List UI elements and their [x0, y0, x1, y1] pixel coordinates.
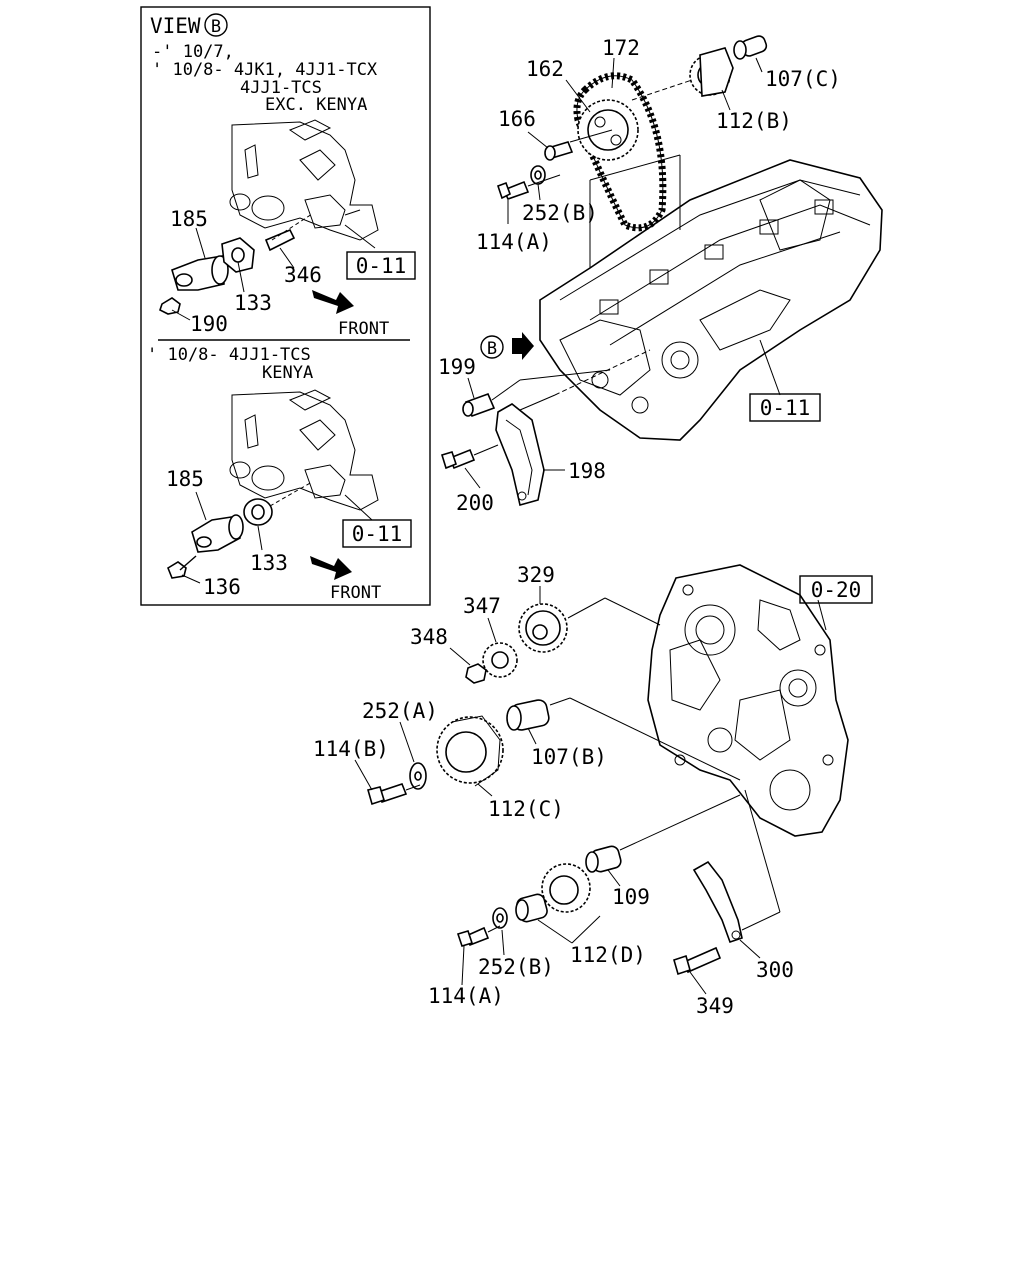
callout-199: 199	[438, 355, 476, 379]
callout-200: 200	[456, 491, 494, 515]
shaft-107c	[733, 35, 768, 60]
callout-300: 300	[756, 958, 794, 982]
tensioner-upper	[159, 228, 296, 315]
ref-box-upper	[346, 251, 416, 280]
chain-guide	[495, 403, 545, 506]
callout-114a-top: 114(A)	[476, 230, 552, 254]
callout-346: 346	[284, 263, 322, 287]
ref-box-lower	[342, 519, 412, 548]
callout-329: 329	[517, 563, 555, 587]
callout-162: 162	[526, 57, 564, 81]
callout-136: 136	[203, 575, 241, 599]
cylinder-head-block	[539, 159, 883, 441]
gear-case-assembly: 0-20	[367, 564, 873, 995]
lower-casting-sketch	[229, 389, 379, 511]
upper-note-4: EXC. KENYA	[265, 95, 367, 115]
front-upper: FRONT	[338, 319, 389, 339]
tension-lever	[692, 860, 743, 944]
callout-112c: 112(C)	[488, 797, 564, 821]
callout-349: 349	[696, 994, 734, 1018]
callout-107c: 107(C)	[765, 67, 841, 91]
callout-172: 172	[602, 36, 640, 60]
upper-note-3: 4JJ1-TCS	[240, 78, 322, 98]
view-letter-circle	[204, 13, 228, 37]
gear-112d	[541, 863, 591, 913]
callout-112b: 112(B)	[716, 109, 792, 133]
callout-112d: 112(D)	[570, 943, 646, 967]
ref-box-head	[749, 393, 821, 422]
idler-gear-112b	[689, 47, 734, 97]
view-title: VIEW	[150, 14, 201, 38]
callout-107b: 107(B)	[531, 745, 607, 769]
cylinder-head-assembly: B 0-11	[440, 35, 883, 506]
view-marker: B	[487, 339, 497, 359]
callout-133-upper: 133	[234, 291, 272, 315]
ref-box-case	[799, 575, 873, 604]
gear-347	[482, 642, 518, 678]
ref-head: 0-11	[760, 396, 811, 420]
callout-166: 166	[498, 107, 536, 131]
callout-252b-top: 252(B)	[522, 201, 598, 225]
callout-133-lower: 133	[250, 551, 288, 575]
gear-112c	[436, 715, 504, 787]
ref-case: 0-20	[811, 578, 862, 602]
gear-329	[518, 603, 568, 653]
callout-348: 348	[410, 625, 448, 649]
callout-114b: 114(B)	[313, 737, 389, 761]
front-arrow-lower-icon	[310, 556, 352, 580]
callout-347: 347	[463, 594, 501, 618]
front-arrow-upper-icon	[312, 290, 354, 314]
view-b-inset: VIEW B -' 10/7, ' 10/8- 4JK1, 4JJ1-TCX 4…	[140, 6, 431, 606]
lower-note-2: KENYA	[262, 363, 313, 383]
callout-109: 109	[612, 885, 650, 909]
upper-casting-sketch	[229, 119, 379, 241]
upper-note-1: -' 10/7,	[152, 42, 234, 62]
callout-252a: 252(A)	[362, 699, 438, 723]
callout-114a-bot: 114(A)	[428, 984, 504, 1008]
ref-lower: 0-11	[352, 522, 403, 546]
shaft-107b	[506, 699, 550, 731]
callout-198: 198	[568, 459, 606, 483]
view-letter: B	[211, 17, 221, 37]
ref-upper: 0-11	[356, 254, 407, 278]
view-marker-circle	[480, 335, 504, 359]
callout-185-lower: 185	[166, 467, 204, 491]
callout-190: 190	[190, 312, 228, 336]
tensioner-lower	[167, 498, 273, 579]
lower-note-1: ' 10/8- 4JJ1-TCS	[147, 345, 311, 365]
front-lower: FRONT	[330, 583, 381, 603]
callout-185-upper: 185	[170, 207, 208, 231]
upper-note-2: ' 10/8- 4JK1, 4JJ1-TCX	[152, 60, 378, 80]
gear-case	[647, 564, 849, 837]
callout-252b-bot: 252(B)	[478, 955, 554, 979]
view-arrow-icon	[512, 332, 534, 360]
shaft-109	[585, 845, 622, 873]
